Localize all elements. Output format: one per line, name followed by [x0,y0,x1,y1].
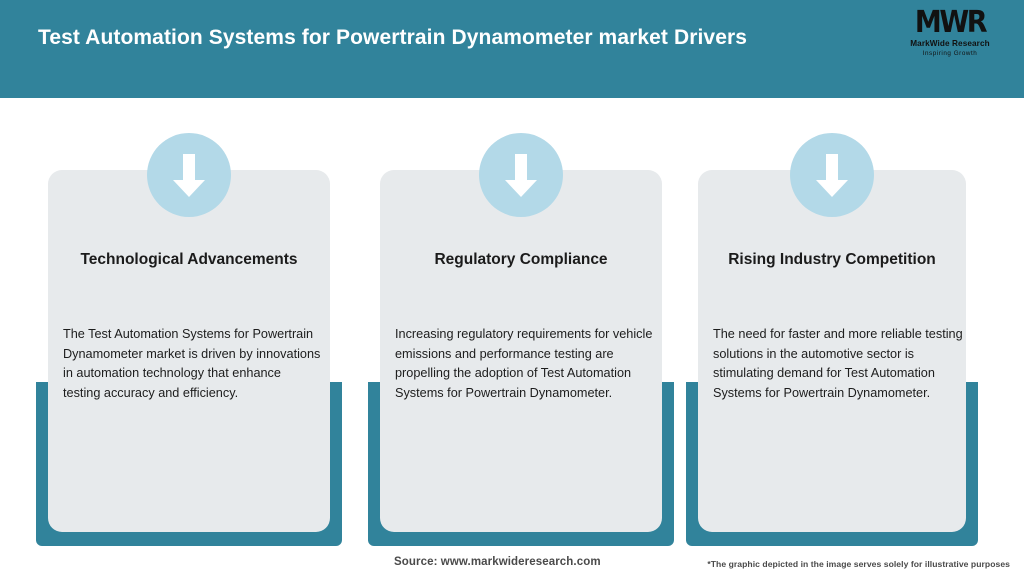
driver-card: Rising Industry Competition The need for… [686,98,978,548]
driver-card: Regulatory Compliance Increasing regulat… [368,98,674,548]
card-body-text: The Test Automation Systems for Powertra… [63,327,321,400]
card-body-text: Increasing regulatory requirements for v… [395,327,653,400]
card-title: Technological Advancements [80,251,298,268]
card-title: Rising Industry Competition [728,251,936,268]
logo-company-name: MarkWide Research [910,39,990,48]
source-label: Source: www.markwideresearch.com [394,556,601,568]
brand-logo: MWR MarkWide Research Inspiring Growth [898,5,1002,64]
card-panel [698,170,966,532]
driver-card: Technological Advancements The Test Auto… [36,98,342,548]
disclaimer-label: *The graphic depicted in the image serve… [707,559,1010,569]
logo-tagline: Inspiring Growth [922,50,978,57]
arrow-down-icon [816,154,848,197]
logo-monogram: MWR [914,5,988,40]
card-icon-badge [147,133,231,217]
driver-cards-row: Technological Advancements The Test Auto… [0,98,1024,548]
card-panel [380,170,662,532]
card-title: Regulatory Compliance [434,251,608,268]
card-panel [48,170,330,532]
card-icon-badge [479,133,563,217]
header-band: Test Automation Systems for Powertrain D… [0,0,1024,98]
card-icon-badge [790,133,874,217]
arrow-down-icon [505,154,537,197]
arrow-down-icon [173,154,205,197]
page-title: Test Automation Systems for Powertrain D… [38,26,748,49]
card-body-text: The need for faster and more reliable te… [713,327,963,400]
